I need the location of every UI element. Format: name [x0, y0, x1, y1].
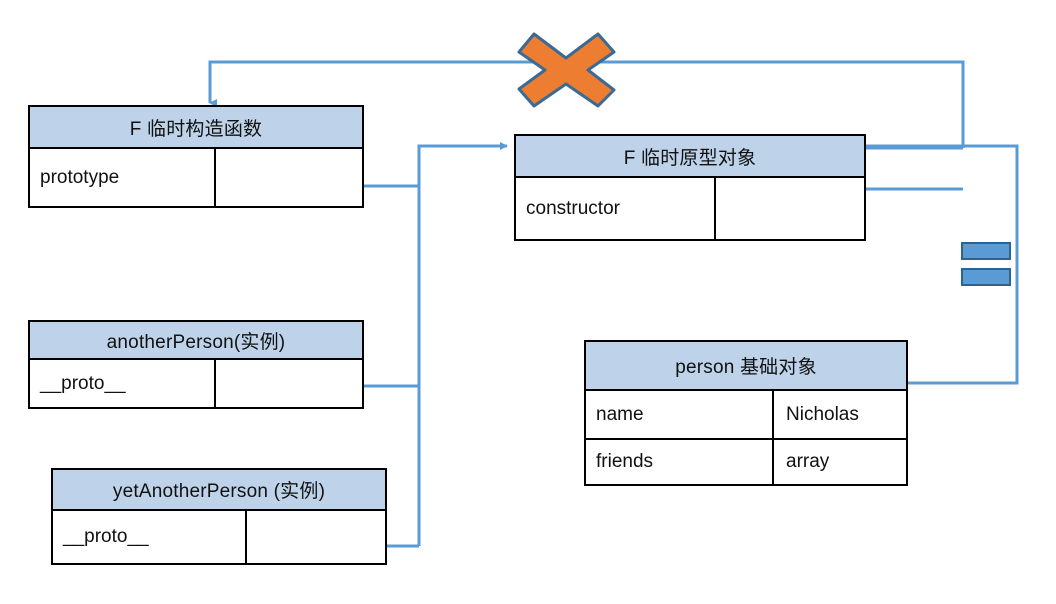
box-person-base-object[interactable]: person 基础对象 name Nicholas friends array [584, 340, 908, 486]
box-title-yet-another-person: yetAnotherPerson (实例) [53, 470, 385, 511]
field-value-name: Nicholas [786, 403, 859, 425]
box-title-person-base-object: person 基础对象 [586, 342, 906, 391]
field-key-proto-yet: __proto__ [53, 511, 247, 563]
field-key-name: name [586, 391, 774, 438]
table-row: constructor [516, 178, 864, 239]
box-another-person[interactable]: anotherPerson(实例) __proto__ [28, 320, 364, 409]
table-row: friends array [586, 438, 906, 484]
box-title-f-temp-constructor: F 临时构造函数 [30, 107, 362, 149]
field-key-friends: friends [586, 440, 774, 484]
field-key-proto-another: __proto__ [30, 360, 216, 407]
table-row: prototype [30, 149, 362, 206]
box-f-temp-constructor[interactable]: F 临时构造函数 prototype [28, 105, 364, 208]
box-yet-another-person[interactable]: yetAnotherPerson (实例) __proto__ [51, 468, 387, 565]
field-value-proto-yet [247, 511, 385, 563]
equals-bar-top [961, 242, 1011, 260]
table-row: name Nicholas [586, 391, 906, 438]
box-f-temp-prototype[interactable]: F 临时原型对象 constructor [514, 134, 866, 241]
box-title-f-temp-prototype: F 临时原型对象 [516, 136, 864, 178]
field-value-prototype [216, 149, 362, 206]
field-value-friends: array [786, 451, 830, 472]
field-key-prototype: prototype [30, 149, 216, 206]
cross-mark-icon [517, 32, 616, 108]
box-title-another-person: anotherPerson(实例) [30, 322, 362, 360]
field-value-constructor [716, 178, 864, 239]
table-row: __proto__ [53, 511, 385, 563]
table-row: __proto__ [30, 360, 362, 407]
field-key-constructor: constructor [516, 178, 716, 239]
field-value-proto-another [216, 360, 362, 407]
equals-bar-bottom [961, 268, 1011, 286]
